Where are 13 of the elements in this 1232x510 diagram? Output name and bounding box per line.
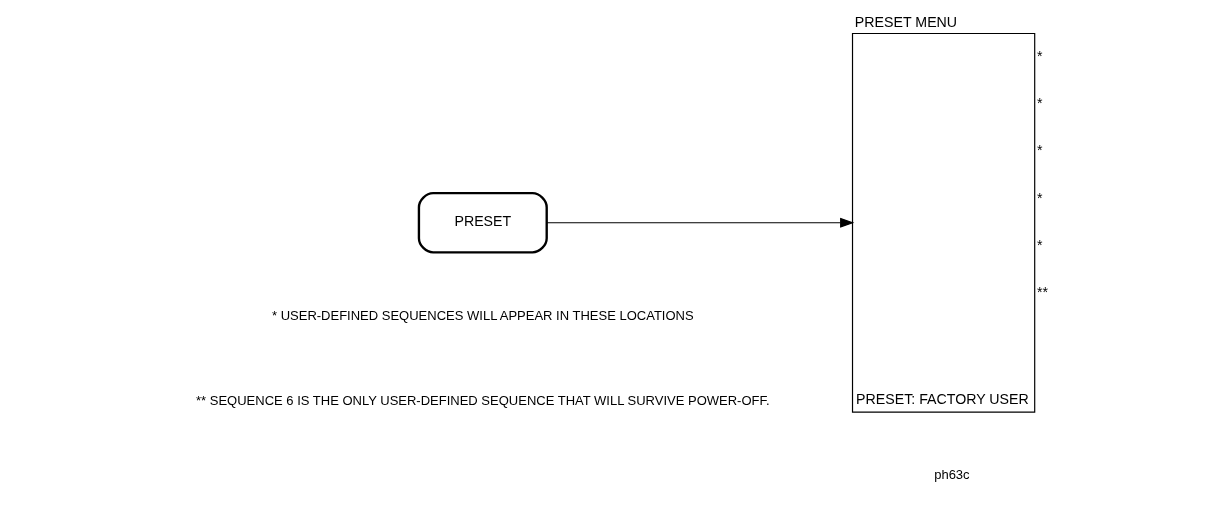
node-label: * <box>1036 47 1043 64</box>
node-box: PRESET: FACTORY USER <box>851 32 1035 413</box>
node-label: PRESET MENU <box>854 14 957 31</box>
node-label: * <box>1036 237 1043 254</box>
node-label: * <box>1036 142 1043 159</box>
label: ph63c <box>933 467 970 483</box>
node-label: * <box>1036 189 1043 206</box>
node-label: ** <box>1036 284 1048 301</box>
node-label: * <box>1036 95 1043 112</box>
label: * USER-DEFINED SEQUENCES WILL APPEAR IN THESE LOCATIONS <box>271 307 694 323</box>
node-box: PRESET <box>417 192 548 254</box>
arrow <box>545 217 854 228</box>
label: ** SEQUENCE 6 IS THE ONLY USER-DEFINED SEQUENCE THAT WILL SURVIVE POWER-OFF. <box>195 392 770 408</box>
